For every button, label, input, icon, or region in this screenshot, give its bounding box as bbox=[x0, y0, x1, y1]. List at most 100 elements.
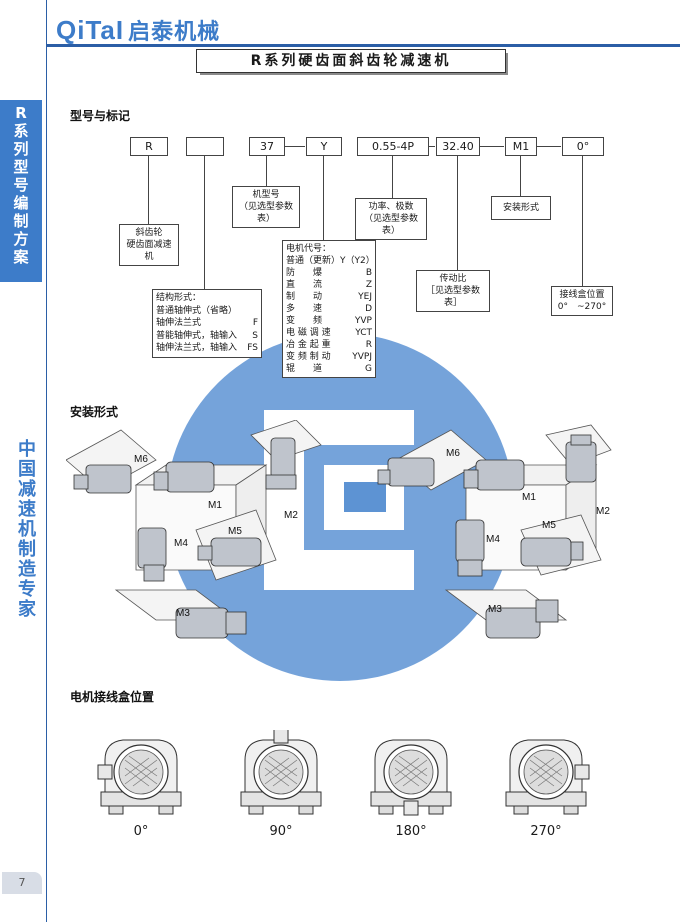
code-structure bbox=[186, 137, 224, 156]
mount-label: M6 bbox=[134, 454, 148, 465]
note-line: 机型号 bbox=[252, 190, 280, 200]
logo-chinese: 启泰机械 bbox=[128, 19, 221, 44]
code-description: 变 频 制 动 bbox=[286, 352, 331, 362]
slogan-char: 减 bbox=[18, 479, 36, 500]
terminal-box-angle: 0° bbox=[133, 824, 149, 839]
mount-label: M2 bbox=[284, 510, 298, 521]
page-number: 7 bbox=[2, 872, 42, 894]
code-box-position: 0° bbox=[562, 137, 604, 156]
note-line: （见选型参数表） bbox=[363, 214, 418, 236]
section-tab-char: 型 bbox=[13, 158, 29, 176]
code-description: 电 磁 调 速 bbox=[286, 328, 331, 338]
mount-label: M6 bbox=[446, 448, 460, 459]
section-tab-char: 系 bbox=[13, 122, 29, 140]
code-symbol: YCT bbox=[355, 328, 372, 338]
terminal-box-angle: 270° bbox=[530, 824, 562, 839]
slogan-char: 速 bbox=[18, 499, 36, 520]
connector bbox=[148, 156, 149, 226]
mount-label: M5 bbox=[228, 526, 242, 537]
code-symbol: YVPJ bbox=[352, 352, 372, 362]
note-line: 传动比 bbox=[439, 274, 467, 284]
note-size: 机型号 （见选型参数表） bbox=[232, 186, 300, 228]
note-box-position: 接线盒位置 0° ~270° bbox=[551, 286, 613, 316]
note-mount: 安装形式 bbox=[491, 196, 551, 220]
code-symbol: R bbox=[365, 340, 372, 350]
code-description: 变 频 bbox=[286, 316, 323, 326]
vertical-slogan: 中国减速机制造专家 bbox=[14, 440, 40, 620]
connector bbox=[266, 156, 267, 188]
mount-label: M4 bbox=[486, 534, 500, 545]
code-symbol: F bbox=[252, 318, 258, 328]
slogan-char: 国 bbox=[18, 459, 36, 480]
code-symbol: YEJ bbox=[358, 292, 372, 302]
code-symbol: S bbox=[252, 330, 258, 341]
code-description: 制 动 bbox=[286, 292, 323, 302]
code-description: 辊 道 bbox=[286, 364, 323, 374]
motor-code-row: 电 磁 调 速 YCT bbox=[286, 327, 372, 339]
terminal-box-angle: 180° bbox=[395, 824, 427, 839]
mount-heading: 安装形式 bbox=[70, 405, 119, 419]
connector bbox=[520, 156, 521, 198]
note-line: （见选型参数表） bbox=[238, 202, 293, 224]
note-line: 功率、极数 bbox=[368, 202, 414, 212]
code-description: 轴伸法兰式 bbox=[156, 318, 202, 328]
section-tab-char: 案 bbox=[13, 248, 29, 266]
code-description: 直 流 bbox=[286, 280, 323, 290]
note-power: 功率、极数 （见选型参数表） bbox=[355, 198, 427, 240]
slogan-char: 中 bbox=[18, 439, 36, 460]
terminal-box-diagram bbox=[370, 739, 452, 816]
note-line: ［见选型参数表］ bbox=[425, 286, 480, 308]
section-tab-char: 制 bbox=[13, 212, 29, 230]
code-size: 37 bbox=[249, 137, 285, 156]
note-gear-type: 斜齿轮 硬齿面减速机 bbox=[119, 224, 179, 266]
logo-latin: QiTaI bbox=[56, 15, 125, 45]
note-title: 结构形式： bbox=[156, 293, 202, 303]
note-line: 0° ~270° bbox=[557, 302, 607, 312]
mount-label: M2 bbox=[596, 506, 610, 517]
section-tab-char: 号 bbox=[13, 176, 29, 194]
code-description: 防 爆 bbox=[286, 268, 323, 278]
slogan-char: 专 bbox=[18, 579, 36, 600]
code-ratio: 32.40 bbox=[436, 137, 480, 156]
code-symbol: G bbox=[365, 364, 372, 374]
code-description: 普能轴伸式，轴输入 bbox=[156, 330, 238, 341]
slogan-char: 机 bbox=[18, 519, 36, 540]
header-rule bbox=[47, 44, 680, 47]
structure-row: 轴伸法兰式 F bbox=[156, 317, 258, 330]
structure-row: 普能轴伸式，轴输入 S bbox=[156, 330, 258, 343]
terminal-box-diagram bbox=[240, 730, 322, 815]
code-mount: M1 bbox=[505, 137, 537, 156]
mount-label: M1 bbox=[522, 492, 536, 503]
slogan-char: 家 bbox=[18, 599, 36, 620]
code-symbol: D bbox=[365, 304, 372, 314]
structure-row: 普通轴伸式（省略） bbox=[156, 305, 258, 318]
code-symbol: FS bbox=[247, 343, 258, 353]
slogan-char: 制 bbox=[18, 539, 36, 560]
connector bbox=[457, 156, 458, 272]
box-heading: 电机接线盒位置 bbox=[70, 690, 155, 704]
note-line: 斜齿轮 bbox=[135, 228, 163, 238]
mount-label: M3 bbox=[488, 604, 502, 615]
slogan-char: 造 bbox=[18, 559, 36, 580]
note-line: 硬齿面减速机 bbox=[126, 240, 172, 262]
section-tab-char: 方 bbox=[13, 230, 29, 248]
mount-label: M3 bbox=[176, 608, 190, 619]
connector bbox=[582, 156, 583, 288]
connector bbox=[392, 156, 393, 200]
code-symbol: Z bbox=[365, 280, 372, 290]
note-line: 接线盒位置 bbox=[559, 290, 605, 300]
connector bbox=[204, 156, 205, 291]
code-description: 冶 金 起 重 bbox=[286, 340, 331, 350]
code-symbol: YVP bbox=[354, 316, 372, 326]
code-dash bbox=[285, 146, 305, 147]
mount-label: M1 bbox=[208, 500, 222, 511]
